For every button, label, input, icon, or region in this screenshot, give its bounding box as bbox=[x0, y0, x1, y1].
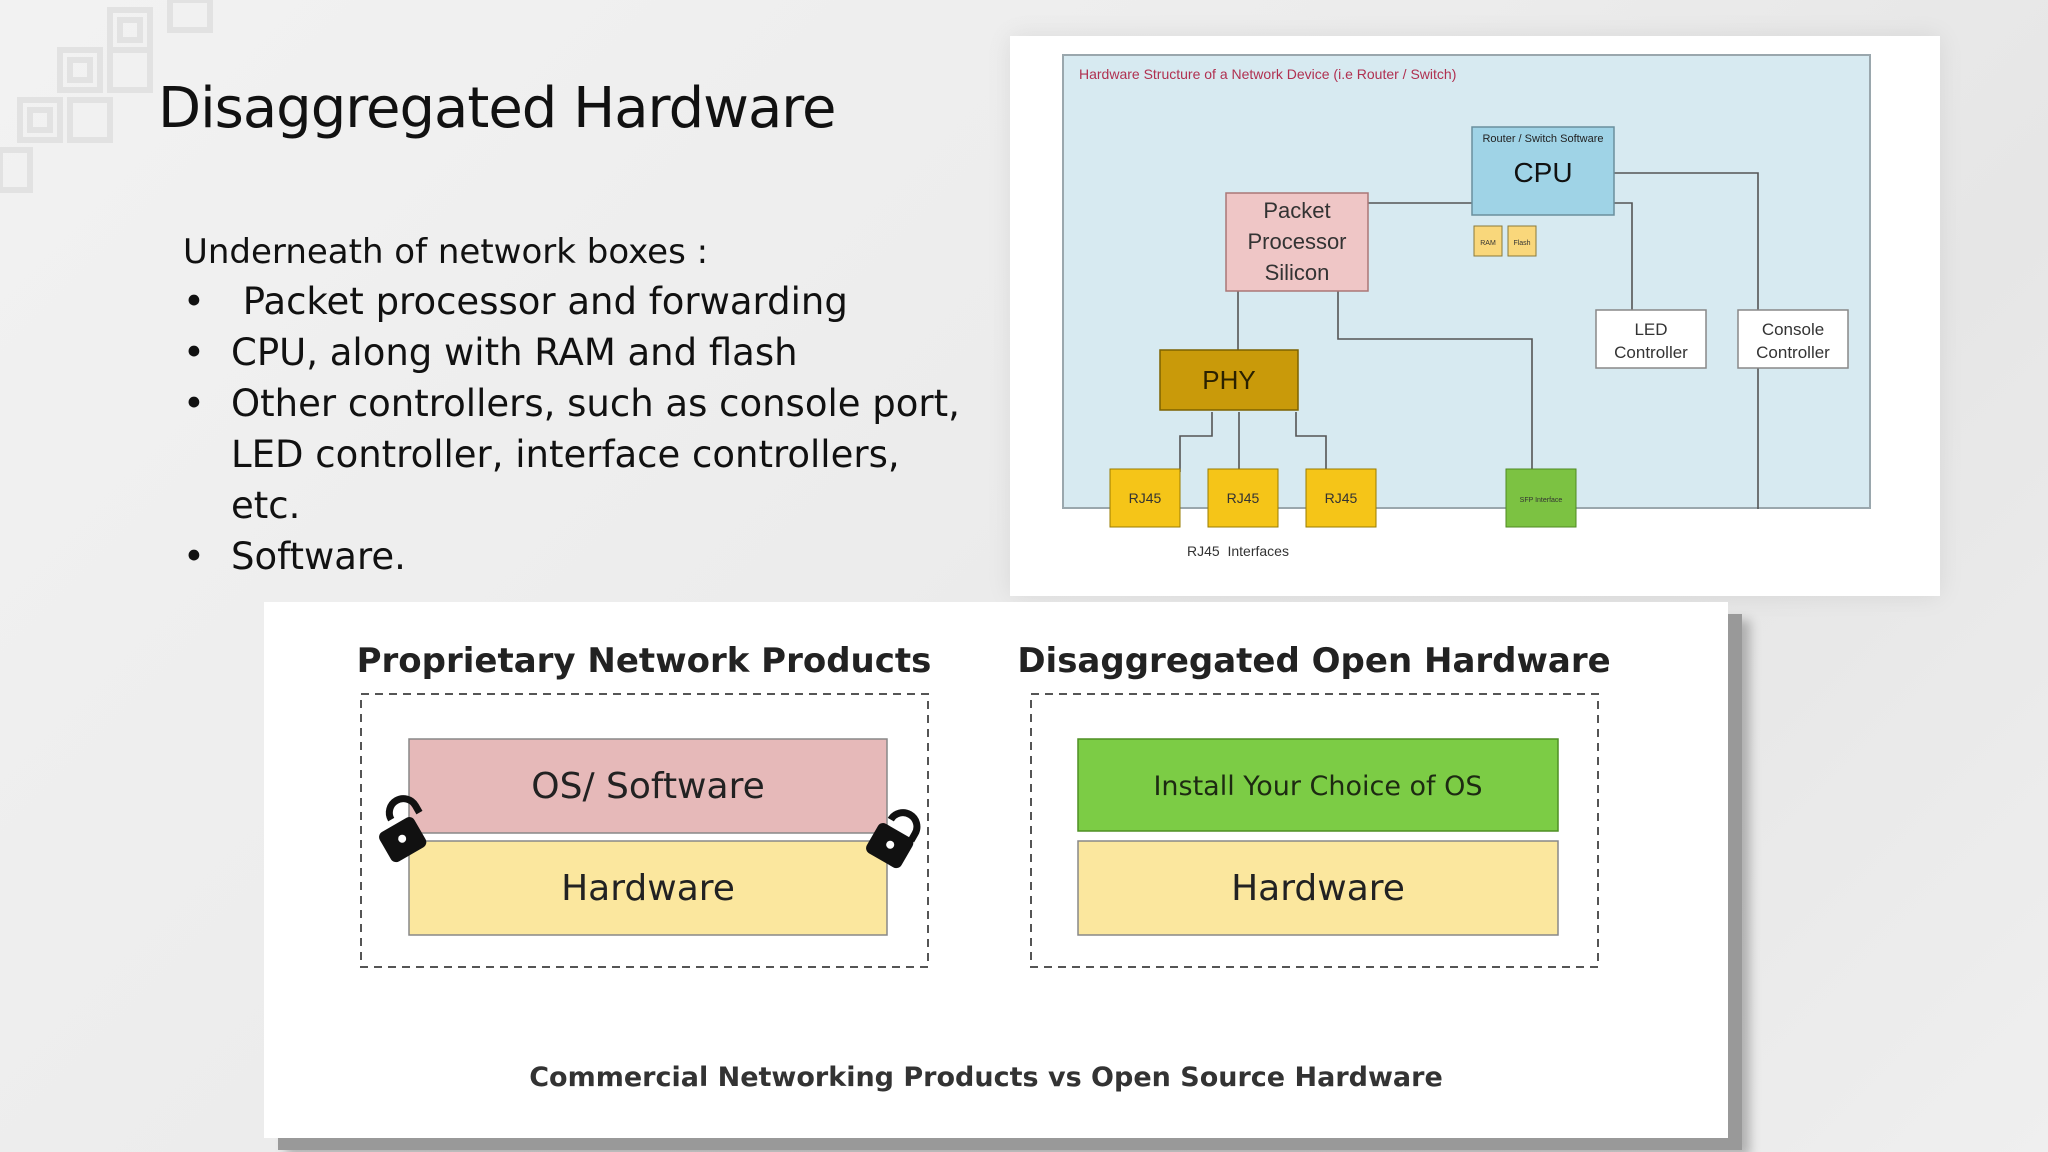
open-os-label: Install Your Choice of OS bbox=[1153, 771, 1482, 802]
cpu-block bbox=[1471, 126, 1615, 216]
bullet-dot: • bbox=[183, 331, 205, 374]
bullet-dot: • bbox=[183, 535, 205, 578]
proprietary-dashed-frame bbox=[360, 693, 929, 968]
open-hardware-block bbox=[1077, 840, 1559, 936]
bullet-text: CPU, along with RAM and flash bbox=[231, 331, 798, 374]
flash-block bbox=[1507, 225, 1537, 257]
bullet-text: Other controllers, such as console port,… bbox=[231, 382, 960, 527]
comparison-svg: Proprietary Network Products OS/ Softwar… bbox=[357, 641, 1611, 1093]
intro-text: Underneath of network boxes : bbox=[183, 232, 709, 272]
packet-processor-line: Packet bbox=[1263, 198, 1330, 223]
sfp-interface bbox=[1505, 468, 1577, 528]
bullet-dot: • bbox=[183, 280, 205, 323]
diagram-background bbox=[1062, 54, 1871, 509]
console-controller-block bbox=[1737, 309, 1849, 369]
packet-processor-line: Processor bbox=[1247, 229, 1346, 254]
proprietary-os-label: OS/ Software bbox=[531, 766, 764, 807]
hardware-structure-svg: Hardware Structure of a Network Device (… bbox=[1062, 54, 1871, 559]
background-pattern bbox=[0, 0, 213, 193]
cpu-label: CPU bbox=[1513, 157, 1572, 188]
bullet-item: • Packet processor and forwarding bbox=[183, 276, 963, 327]
text-block: Underneath of network boxes : • Packet p… bbox=[183, 232, 963, 582]
connector-lines bbox=[1179, 172, 1759, 509]
packet-processor-block bbox=[1225, 192, 1369, 292]
console-controller-line: Console bbox=[1762, 320, 1824, 339]
comparison-panel: Proprietary Network Products OS/ Softwar… bbox=[264, 602, 1728, 1138]
ram-block bbox=[1473, 225, 1503, 257]
rj45-label: RJ45 bbox=[1227, 490, 1260, 506]
lock-icon bbox=[866, 809, 921, 869]
rj45-label: RJ45 bbox=[1325, 490, 1358, 506]
lock-icon bbox=[379, 795, 427, 863]
slide-title: Disaggregated Hardware bbox=[158, 76, 837, 141]
phy-block bbox=[1159, 349, 1299, 411]
comparison-caption: Commercial Networking Products vs Open S… bbox=[529, 1062, 1443, 1093]
proprietary-title: Proprietary Network Products bbox=[357, 641, 932, 681]
led-controller-line: Controller bbox=[1614, 343, 1688, 362]
open-hardware-label: Hardware bbox=[1231, 868, 1405, 909]
proprietary-hardware-label: Hardware bbox=[561, 868, 735, 909]
bullet-item: • CPU, along with RAM and flash bbox=[183, 327, 963, 378]
packet-processor-line: Silicon bbox=[1265, 260, 1330, 285]
rj45-port bbox=[1305, 468, 1377, 528]
console-controller-line: Controller bbox=[1756, 343, 1830, 362]
rj45-label: RJ45 bbox=[1129, 490, 1162, 506]
bullet-list: • Packet processor and forwarding • CPU, … bbox=[183, 276, 963, 582]
rj45-interfaces-caption: RJ45 Interfaces bbox=[1187, 543, 1289, 559]
rj45-port bbox=[1109, 468, 1181, 528]
phy-label: PHY bbox=[1202, 365, 1255, 395]
led-controller-line: LED bbox=[1634, 320, 1667, 339]
bullet-dot: • bbox=[183, 382, 205, 425]
hardware-structure-diagram: Hardware Structure of a Network Device (… bbox=[1010, 36, 1940, 596]
bullet-item: • Other controllers, such as console port… bbox=[183, 378, 963, 531]
sfp-label: SFP Interface bbox=[1520, 497, 1563, 504]
open-hardware-dashed-frame bbox=[1030, 693, 1599, 968]
diagram-title: Hardware Structure of a Network Device (… bbox=[1079, 66, 1456, 82]
cpu-caption: Router / Switch Software bbox=[1482, 133, 1603, 145]
ram-label: RAM bbox=[1480, 240, 1496, 247]
led-controller-block bbox=[1595, 309, 1707, 369]
bullet-item: • Software. bbox=[183, 531, 963, 582]
proprietary-os-block bbox=[408, 738, 888, 834]
bullet-text: Software. bbox=[231, 535, 406, 578]
open-hardware-title: Disaggregated Open Hardware bbox=[1017, 641, 1610, 681]
open-os-block bbox=[1077, 738, 1559, 832]
rj45-port bbox=[1207, 468, 1279, 528]
bullet-text: Packet processor and forwarding bbox=[231, 280, 848, 323]
proprietary-hardware-block bbox=[408, 840, 888, 936]
flash-label: Flash bbox=[1513, 240, 1530, 247]
